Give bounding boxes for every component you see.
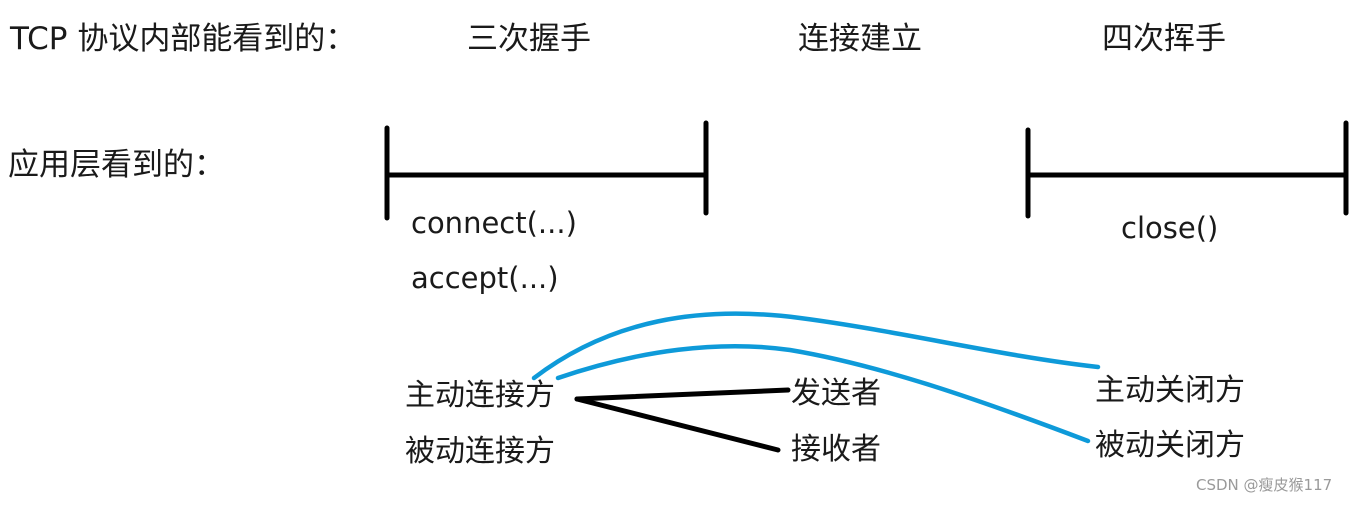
role-receiver: 接收者 <box>791 432 881 467</box>
call-close: close() <box>1121 211 1219 245</box>
arc-active-to-active-close <box>531 311 1101 381</box>
phase-wave: 四次挥手 <box>1102 21 1226 57</box>
connector-to-sender <box>574 387 791 402</box>
app-row-label: 应用层看到的： <box>8 147 225 183</box>
role-passive-close: 被动关闭方 <box>1095 428 1245 463</box>
arc-active-to-passive-close <box>555 343 1091 444</box>
call-accept: accept(...) <box>411 261 559 295</box>
phase-handshake: 三次握手 <box>467 21 591 57</box>
connector-to-receiver <box>574 396 781 453</box>
tcp-row-label: TCP 协议内部能看到的： <box>10 21 357 57</box>
watermark: CSDN @瘦皮猴117 <box>1196 476 1333 494</box>
phase-established: 连接建立 <box>798 21 922 57</box>
role-passive-connect: 被动连接方 <box>405 434 555 469</box>
role-sender: 发送者 <box>791 376 881 411</box>
role-active-close: 主动关闭方 <box>1095 373 1245 408</box>
role-active-connect: 主动连接方 <box>405 378 555 413</box>
call-connect: connect(...) <box>411 206 577 240</box>
